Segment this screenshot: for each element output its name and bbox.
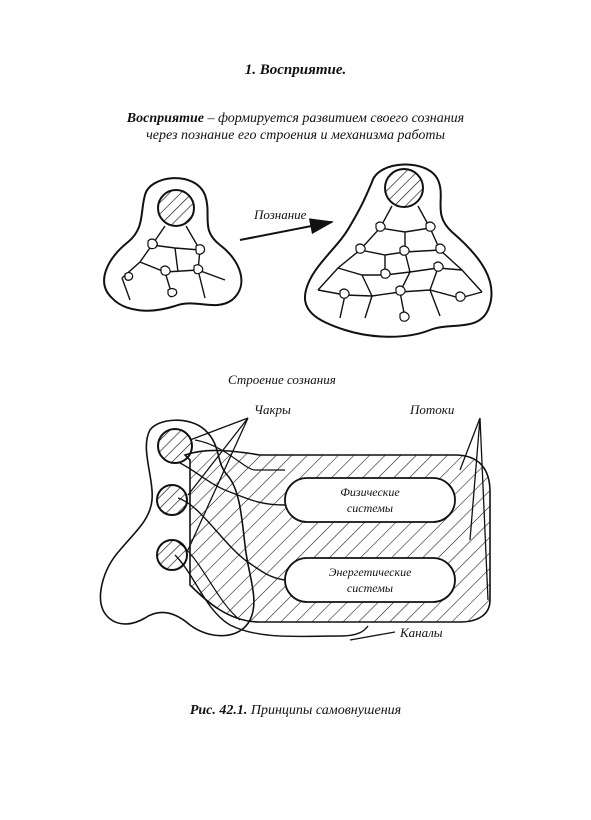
physical-systems-capsule [284,477,456,523]
definition-line1: – формируется развитием своего сознания [204,111,465,126]
definition-text: Восприятие – формируется развитием своег… [60,110,531,144]
physical-systems-label-1: Физические [340,485,400,499]
chakra-circle-2 [156,484,188,516]
cognition-arrow [239,218,334,241]
structure-title: Строение сознания [228,372,336,387]
definition-term: Восприятие [126,111,205,126]
physical-systems-label-2: системы [347,501,393,515]
chakra-circle-1 [157,428,193,464]
core-circle-large [384,168,424,208]
figure-number: Рис. 42.1. [189,703,248,718]
definition-line2: через познание его строения и механизма … [146,128,445,143]
figure-title: Принципы самовнушения [247,703,402,718]
energy-systems-label-2: системы [347,581,393,595]
consciousness-large [303,163,493,338]
structure-diagram: Физические системы Энергетические систем… [99,402,491,641]
flows-label: Потоки [409,402,455,417]
figure-caption: Рис. 42.1. Принципы самовнушения [0,703,591,719]
chakra-circle-3 [156,539,188,571]
energy-systems-label-1: Энергетические [329,565,412,579]
section-heading: 1. Восприятие. [244,62,347,78]
chakras-label: Чакры [254,402,291,417]
channels-label: Каналы [399,625,443,640]
core-circle-small [157,189,195,227]
consciousness-small [103,177,243,312]
arrow-label: Познание [253,207,307,222]
